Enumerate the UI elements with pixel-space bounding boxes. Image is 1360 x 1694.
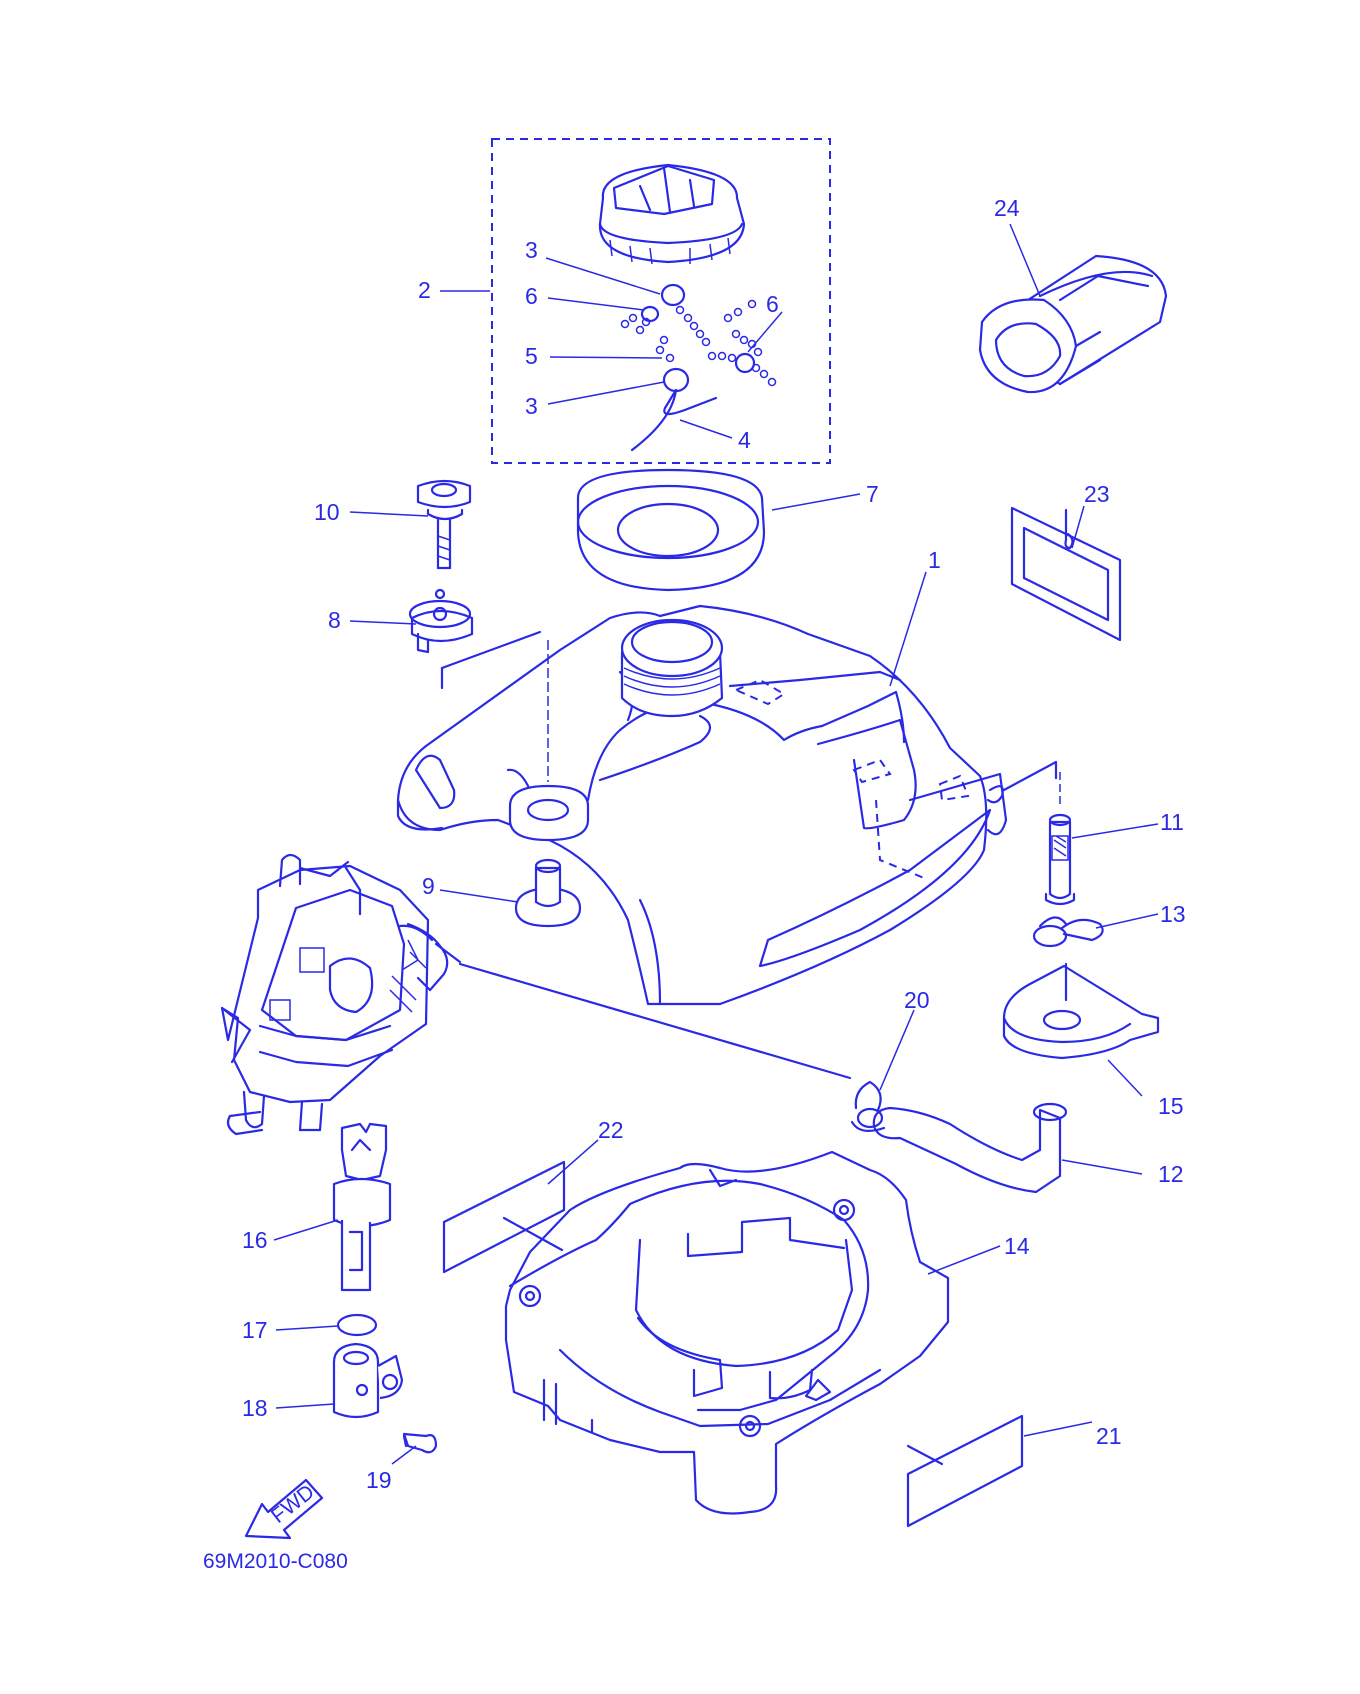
fuel-cock-lever	[332, 1122, 392, 1292]
callout-7: 7	[866, 481, 879, 507]
callout-11: 11	[1160, 809, 1184, 835]
callout-14: 14	[1004, 1233, 1030, 1259]
fuel-cap	[598, 163, 746, 265]
callout-19: 19	[366, 1467, 392, 1493]
filter-bracket	[1002, 962, 1160, 1060]
hose-clip-13	[1032, 916, 1104, 948]
fuel-tank	[396, 604, 1058, 1006]
callout-12: 12	[1158, 1161, 1184, 1187]
callout-17: 17	[242, 1317, 268, 1343]
grommet-9	[514, 858, 582, 928]
silencer	[978, 254, 1168, 394]
callout-1: 1	[928, 547, 941, 573]
chain-and-clip	[620, 283, 777, 452]
fwd-arrow-icon: FWD	[244, 1478, 324, 1540]
callout-20: 20	[904, 987, 930, 1013]
fuel-hose	[872, 1102, 1068, 1194]
callout-9: 9	[422, 873, 435, 899]
screw-19	[402, 1432, 438, 1454]
leader-lines	[273, 223, 1159, 1465]
callout-6: 6	[525, 283, 538, 309]
fuel-line-carb-to-hose	[458, 962, 852, 1080]
callout-2: 2	[418, 277, 431, 303]
lower-bracket	[504, 1150, 950, 1515]
callout-5: 5	[525, 343, 538, 369]
callout-4: 4	[738, 427, 751, 453]
label-21	[906, 1414, 1024, 1528]
callout-8: 8	[328, 607, 341, 633]
callout-16: 16	[242, 1227, 268, 1253]
callout-21: 21	[1096, 1423, 1122, 1449]
label-22	[442, 1160, 566, 1274]
o-ring	[336, 1313, 378, 1337]
callout-24: 24	[994, 195, 1020, 221]
callout-23: 23	[1084, 481, 1110, 507]
fuel-filter	[1044, 772, 1076, 906]
cap-assembly-box	[491, 138, 831, 464]
part-code: 69M2010-C080	[203, 1550, 348, 1573]
label-23	[1010, 506, 1122, 642]
callout-3-lower: 3	[525, 393, 538, 419]
callout-22: 22	[598, 1117, 624, 1143]
hose-clip-20	[850, 1080, 886, 1133]
callout-10: 10	[314, 499, 340, 525]
bolt-and-grommet	[408, 479, 542, 690]
callout-13: 13	[1160, 901, 1186, 927]
callout-15: 15	[1158, 1093, 1184, 1119]
carburetor	[220, 853, 462, 1136]
fuel-cock-body	[332, 1342, 404, 1419]
callout-18: 18	[242, 1395, 268, 1421]
callout-6-right: 6	[766, 291, 779, 317]
callout-3: 3	[525, 237, 538, 263]
gasket	[576, 468, 766, 592]
